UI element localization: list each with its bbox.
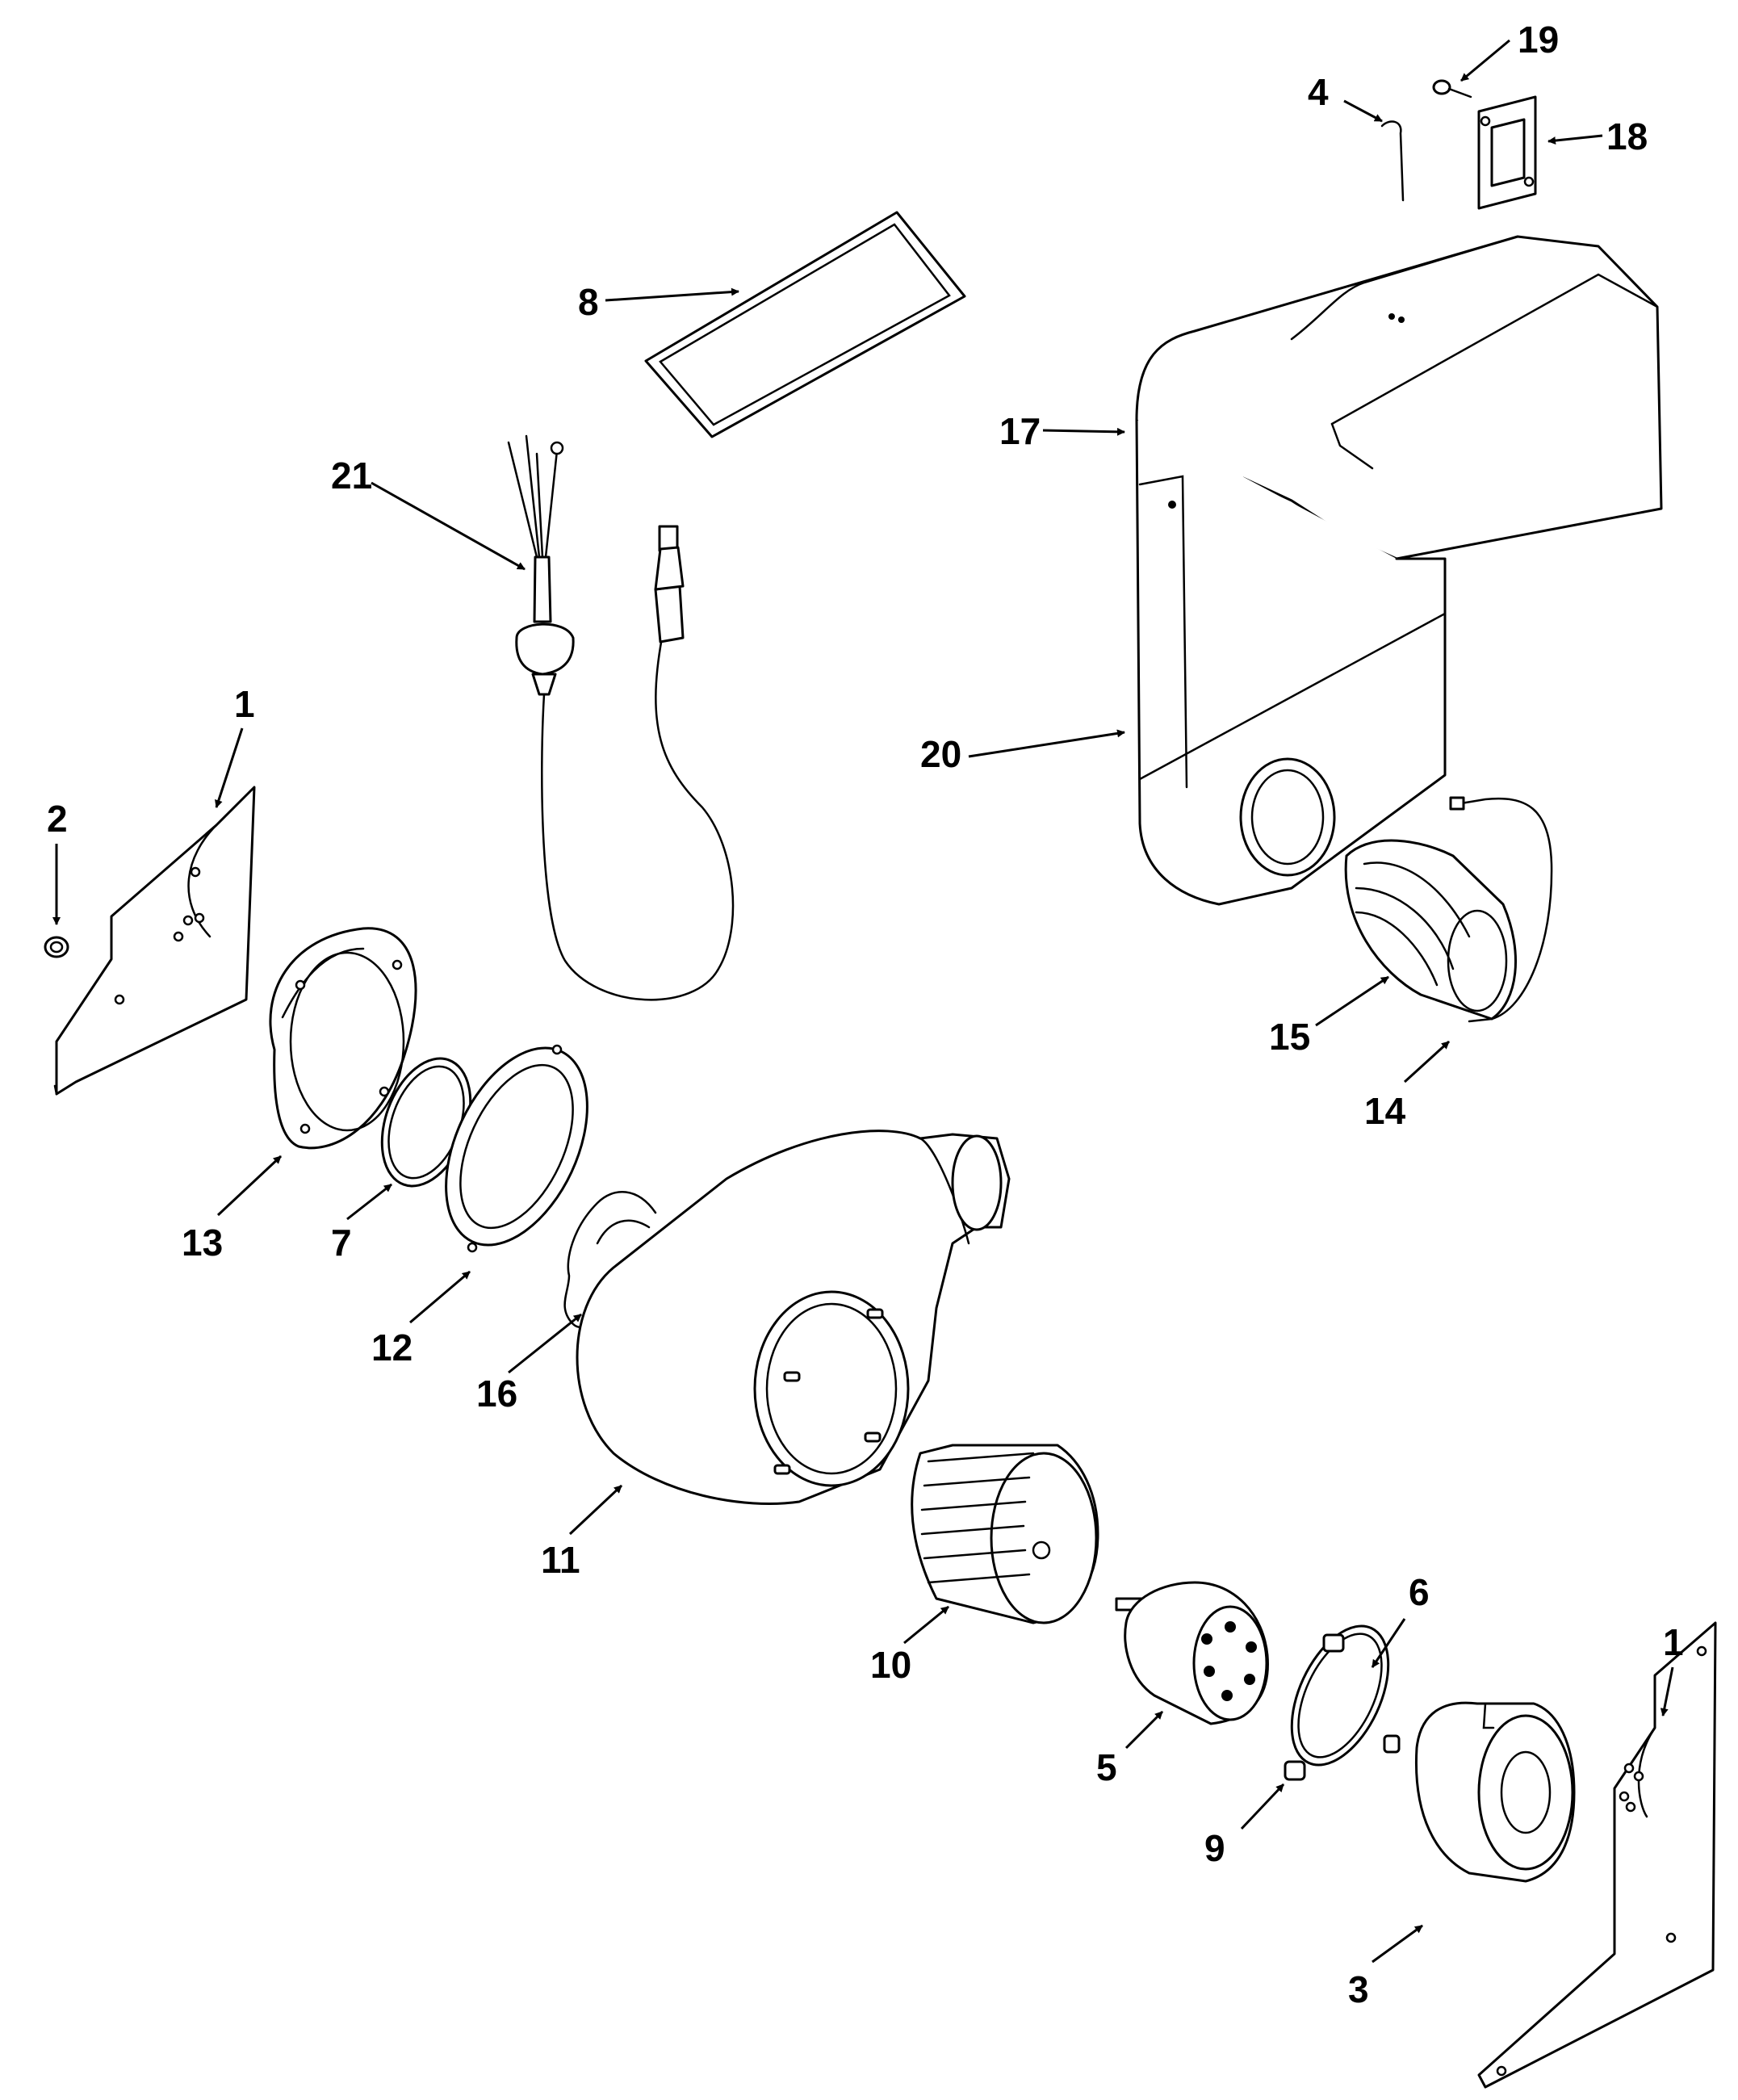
callout-20: 20: [920, 733, 961, 775]
leader-5: [1124, 1710, 1164, 1750]
part-20-duct-body: [1135, 418, 1447, 906]
callout-6: 6: [1409, 1571, 1430, 1613]
part-1-right-bracket: [1477, 1621, 1717, 2089]
callout-21: 21: [331, 455, 372, 497]
leader-6: [1371, 1618, 1406, 1668]
part-21-cable-assembly: [507, 434, 735, 1001]
callout-8: 8: [578, 281, 599, 323]
callout-1-right: 1: [1663, 1621, 1684, 1663]
leader-14: [1403, 1040, 1451, 1084]
leader-20: [968, 729, 1125, 758]
part-6-mount-ring: [1290, 1624, 1401, 1767]
leader-21: [371, 481, 526, 571]
leader-18: [1547, 134, 1603, 145]
callout-15: 15: [1269, 1016, 1310, 1058]
leader-1-right: [1660, 1666, 1674, 1716]
callout-17: 17: [999, 410, 1041, 452]
callout-14: 14: [1364, 1090, 1406, 1132]
callout-12: 12: [371, 1327, 413, 1369]
callout-labels: 19 4 18 8 17 21 20 1 2 15 14 13 7 12 16 …: [47, 19, 1684, 2010]
leader-16: [508, 1313, 582, 1374]
leader-13: [216, 1155, 283, 1217]
part-13-flange: [269, 927, 417, 1150]
callout-13: 13: [182, 1222, 223, 1264]
leader-3: [1372, 1924, 1423, 1964]
callout-7: 7: [331, 1222, 352, 1264]
leader-1-left: [215, 727, 244, 808]
callout-9: 9: [1204, 1827, 1225, 1869]
part-4-pin: [1380, 120, 1405, 202]
leader-9: [1240, 1783, 1285, 1830]
leader-8: [605, 287, 739, 302]
callout-4: 4: [1308, 71, 1329, 113]
callout-19: 19: [1518, 19, 1559, 61]
leader-10: [903, 1605, 949, 1645]
callout-18: 18: [1606, 115, 1648, 157]
callout-2: 2: [47, 798, 68, 840]
callout-10: 10: [870, 1644, 911, 1686]
part-3-end-shield: [1414, 1701, 1576, 1883]
part-12-gasket: [445, 1044, 588, 1253]
leader-12: [409, 1270, 471, 1324]
leader-15: [1315, 975, 1389, 1027]
leader-17: [1042, 427, 1125, 436]
part-14-wire: [1449, 796, 1553, 1023]
part-8-filter-pad: [644, 211, 966, 438]
part-10-blower-wheel: [911, 1444, 1099, 1624]
callout-3: 3: [1348, 1968, 1369, 2010]
callout-5: 5: [1096, 1746, 1117, 1788]
part-19-screw: [1432, 79, 1472, 99]
callout-11: 11: [541, 1539, 580, 1581]
leader-lines: [52, 39, 1674, 1964]
part-18-bracket: [1477, 95, 1537, 210]
part-16-clip: [563, 1191, 657, 1329]
part-1-left-bracket: [53, 786, 256, 1096]
leader-7: [346, 1183, 392, 1221]
part-9-mount-stud: [1284, 1760, 1306, 1781]
leader-4: [1343, 99, 1383, 123]
part-11-blower-housing: [576, 1130, 1011, 1505]
part-2-grommet: [44, 936, 69, 958]
part-5-motor: [1115, 1581, 1269, 1725]
leader-19: [1460, 39, 1510, 82]
callout-16: 16: [476, 1373, 517, 1415]
leader-11: [568, 1484, 623, 1536]
callout-1-left: 1: [234, 683, 255, 725]
part-15-flex-hose: [1344, 839, 1517, 1021]
